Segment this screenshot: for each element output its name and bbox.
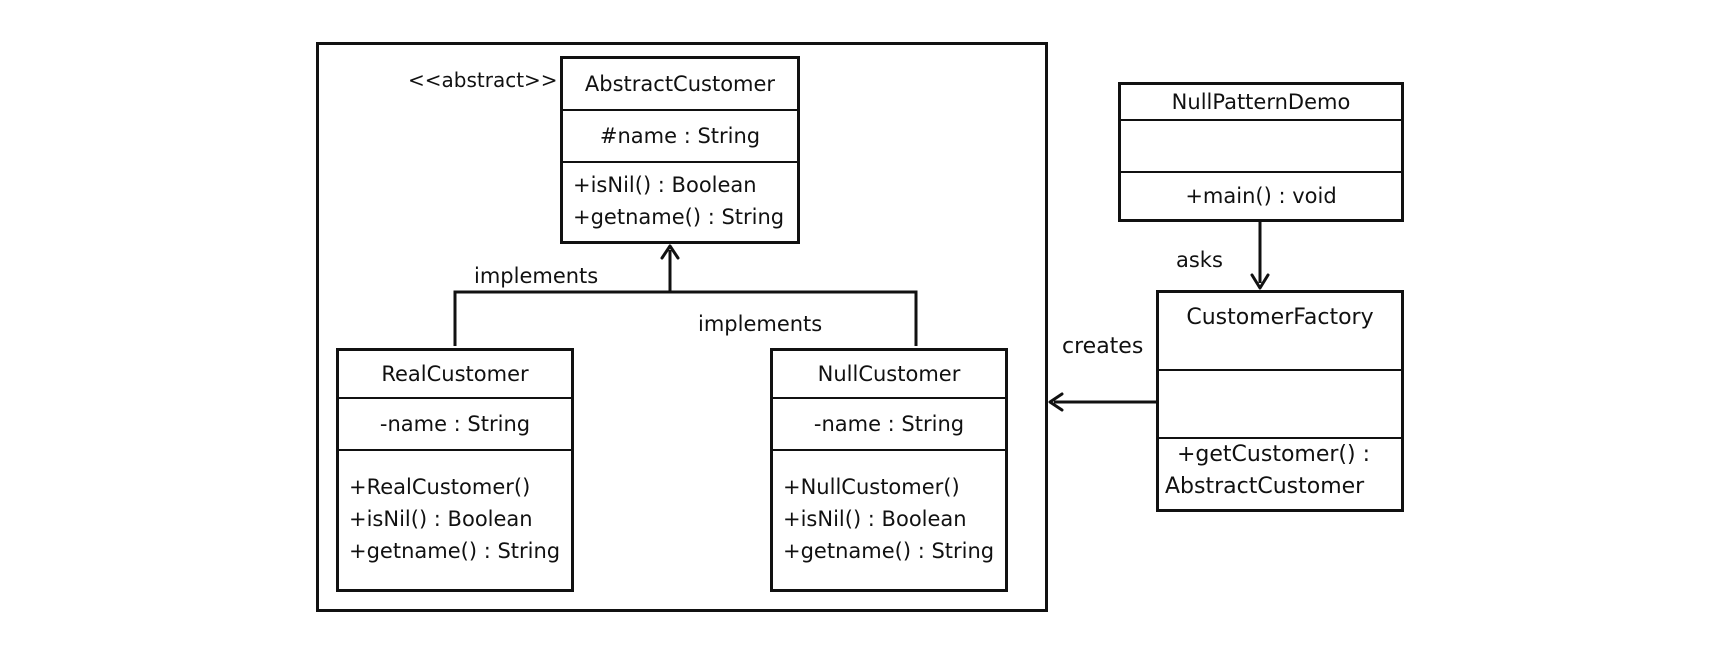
- method: +isNil() : Boolean: [573, 173, 757, 197]
- attributes-section: -name : String: [339, 399, 571, 451]
- abstract-stereotype: <<abstract>>: [408, 68, 558, 92]
- class-name: AbstractCustomer: [584, 72, 776, 96]
- attributes-section: -name : String: [773, 399, 1005, 451]
- implements-label-left: implements: [474, 264, 599, 288]
- method: +isNil() : Boolean: [783, 507, 967, 531]
- method: +getname() : String: [783, 539, 995, 563]
- method: +main() : void: [1185, 184, 1337, 208]
- attributes-section: [1159, 371, 1401, 439]
- method: +getname() : String: [349, 539, 561, 563]
- attribute: -name : String: [379, 412, 531, 436]
- methods-section: +NullCustomer() +isNil() : Boolean +getn…: [773, 451, 1005, 589]
- class-name-section: NullCustomer: [773, 351, 1005, 399]
- asks-label: asks: [1176, 248, 1223, 272]
- methods-section: +RealCustomer() +isNil() : Boolean +getn…: [339, 451, 571, 589]
- methods-section: +main() : void: [1121, 173, 1401, 219]
- attribute: -name : String: [813, 412, 965, 436]
- class-null-customer[interactable]: NullCustomer -name : String +NullCustome…: [770, 348, 1008, 592]
- method: +getname() : String: [573, 205, 785, 229]
- implements-label-right: implements: [698, 312, 823, 336]
- method: +getCustomer() :: [1177, 442, 1370, 467]
- attribute: #name : String: [599, 124, 761, 148]
- method: +RealCustomer(): [349, 475, 531, 499]
- asks-arrowhead: [1250, 273, 1270, 290]
- class-customer-factory[interactable]: CustomerFactory +getCustomer() : Abstrac…: [1156, 290, 1404, 512]
- class-name-section: CustomerFactory: [1159, 293, 1401, 371]
- class-name-section: NullPatternDemo: [1121, 85, 1401, 121]
- class-name: NullCustomer: [817, 362, 961, 386]
- attributes-section: #name : String: [563, 111, 797, 163]
- class-null-pattern-demo[interactable]: NullPatternDemo +main() : void: [1118, 82, 1404, 222]
- method: +isNil() : Boolean: [349, 507, 533, 531]
- methods-section: +isNil() : Boolean +getname() : String: [563, 163, 797, 241]
- class-name-section: RealCustomer: [339, 351, 571, 399]
- creates-arrowhead: [1048, 392, 1064, 412]
- creates-label: creates: [1062, 334, 1144, 359]
- class-real-customer[interactable]: RealCustomer -name : String +RealCustome…: [336, 348, 574, 592]
- method: AbstractCustomer: [1165, 474, 1365, 499]
- class-abstract-customer[interactable]: AbstractCustomer #name : String +isNil()…: [560, 56, 800, 244]
- attributes-section: [1121, 121, 1401, 173]
- class-name: CustomerFactory: [1186, 305, 1374, 330]
- class-name-section: AbstractCustomer: [563, 59, 797, 111]
- package-frame: [316, 42, 1048, 612]
- methods-section: +getCustomer() : AbstractCustomer: [1159, 439, 1401, 509]
- class-name: NullPatternDemo: [1171, 90, 1351, 114]
- class-name: RealCustomer: [381, 362, 529, 386]
- method: +NullCustomer(): [783, 475, 960, 499]
